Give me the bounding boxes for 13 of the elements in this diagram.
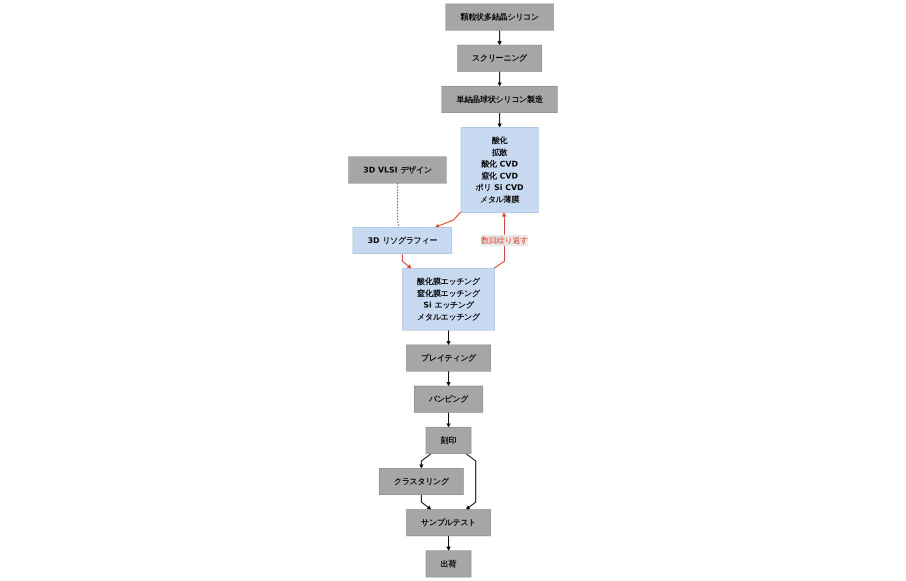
connector: [396, 182, 400, 228]
arrow: [497, 71, 502, 86]
arrow: [435, 211, 462, 228]
arrow: [446, 370, 451, 386]
arrow: [466, 453, 476, 510]
arrow: [497, 30, 502, 46]
arrow: [419, 453, 432, 469]
arrow: [420, 494, 432, 510]
arrow: [446, 535, 451, 551]
arrow: [446, 412, 451, 428]
arrow: [446, 330, 451, 346]
arrow: [497, 112, 502, 128]
arrow: [402, 253, 412, 269]
